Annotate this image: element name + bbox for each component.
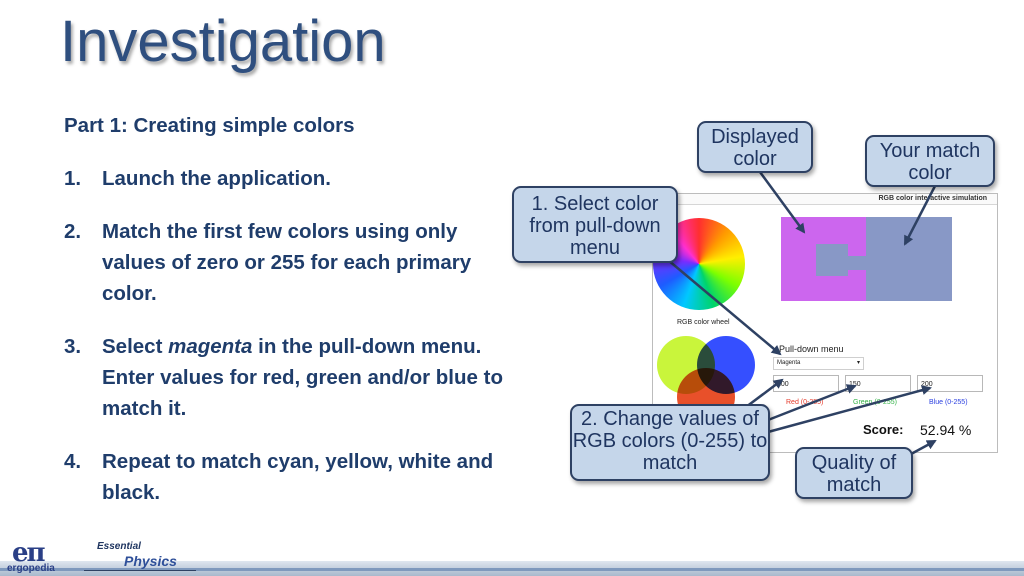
step-number: 1. (64, 167, 82, 190)
simulation-header: RGB color interactive simulation (653, 194, 997, 205)
callout-displayed-color: Displayed color (697, 121, 813, 173)
green-input[interactable]: 150 (845, 375, 911, 392)
callout-quality: Quality of match (795, 447, 913, 499)
red-input-label: Red (0-255) (786, 399, 824, 406)
callout-your-match: Your match color (865, 135, 995, 187)
pulldown-label: Pull-down menu (779, 344, 844, 354)
simulation-title: RGB color interactive simulation (878, 195, 987, 202)
match-color-swatch (866, 217, 952, 301)
ergopedia-logo-icon: eπ (12, 538, 46, 568)
step-text: Match the first few colors using only va… (102, 220, 472, 305)
color-pulldown[interactable]: Magenta ▾ (773, 357, 864, 370)
footer-stripe (0, 568, 1024, 571)
match-color-inset (816, 244, 848, 276)
step-number: 4. (64, 450, 82, 473)
step-text-after: in the pull-down menu. Enter values for … (102, 335, 503, 420)
step-4: 4. Repeat to match cyan, yellow, white a… (64, 446, 504, 508)
red-input[interactable]: 100 (773, 375, 839, 392)
slide-title: Investigation (60, 9, 386, 74)
callout-select-color: 1. Select color from pull-down menu (512, 186, 678, 263)
score-label: Score: (863, 422, 904, 437)
step-3: 3. Select magenta in the pull-down menu.… (64, 331, 504, 424)
step-text-before: Select (102, 335, 169, 358)
step-number: 2. (64, 220, 82, 243)
instructions: Part 1: Creating simple colors 1. Launch… (64, 110, 504, 530)
chevron-down-icon: ▾ (856, 360, 860, 366)
step-2: 2. Match the first few colors using only… (64, 216, 504, 309)
green-input-label: Green (0-255) (853, 399, 897, 406)
blue-input-label: Blue (0-255) (929, 399, 968, 406)
brand-physics: Physics (124, 553, 177, 569)
brand-essential: Essential (97, 541, 141, 552)
callout-change-values: 2. Change values of RGB colors (0-255) t… (570, 404, 770, 481)
step-emphasis: magenta (168, 335, 253, 358)
step-1: 1. Launch the application. (64, 163, 504, 194)
color-wheel-label: RGB color wheel (677, 319, 730, 326)
score-value: 52.94 % (920, 422, 972, 438)
part-heading: Part 1: Creating simple colors (64, 114, 355, 137)
pulldown-value: Magenta (777, 360, 801, 366)
step-number: 3. (64, 335, 82, 358)
blue-input[interactable]: 200 (917, 375, 983, 392)
step-text: Repeat to match cyan, yellow, white and … (102, 450, 494, 504)
ergopedia-wordmark: ergopedia (7, 563, 55, 574)
match-color-connector (847, 256, 867, 270)
step-text: Launch the application. (102, 167, 331, 190)
brand-underline (84, 570, 196, 571)
